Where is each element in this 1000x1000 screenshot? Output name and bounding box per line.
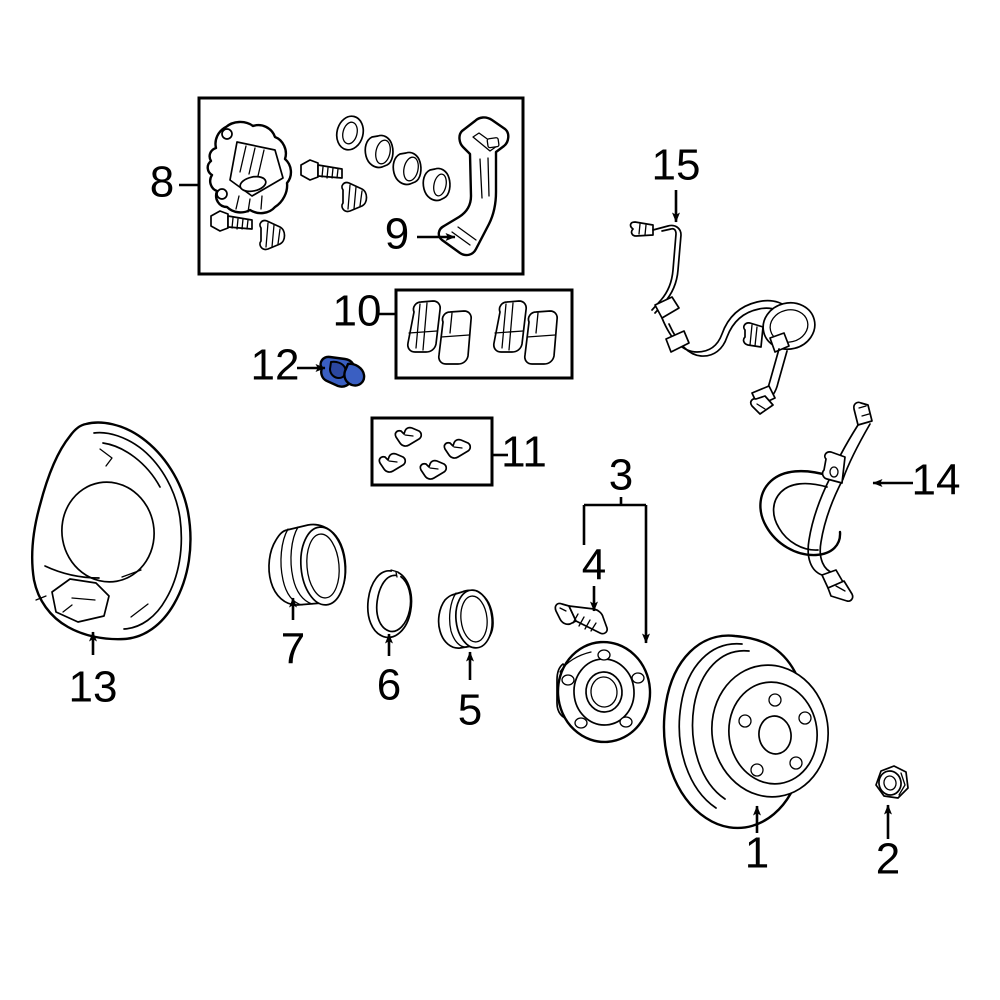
callout-label-12: 12 — [251, 341, 300, 390]
callout-label-13: 13 — [69, 663, 118, 712]
caliper-mounting-bracket-part — [437, 116, 510, 257]
pad-wear-indicator-part — [297, 355, 366, 388]
pad-support-clip-3 — [419, 459, 448, 480]
callout-label-4: 4 — [582, 541, 606, 590]
wheel-stud-bolt-part — [554, 586, 608, 635]
wheel-lug-nut-part — [875, 765, 909, 839]
callout-label-2: 2 — [876, 835, 900, 884]
pad-support-clip-2 — [378, 452, 407, 473]
brake-pads-group — [376, 288, 574, 380]
brake-hydraulic-hose-part — [759, 401, 913, 602]
caliper-dust-boot-upper — [341, 181, 368, 213]
caliper-body-part — [206, 120, 293, 215]
brake-rotor-disc-part — [662, 634, 830, 833]
callout-label-8: 8 — [150, 158, 174, 207]
front-wheel-bearing-part — [268, 523, 347, 620]
brake-pad-2 — [437, 310, 473, 365]
abs-sensor-harness-part — [629, 190, 816, 415]
pad-support-clip-1 — [394, 426, 423, 447]
callout-label-9: 9 — [385, 210, 409, 259]
hub-oil-seal-part — [437, 589, 494, 680]
caliper-piston-2 — [364, 134, 394, 169]
caliper-dust-boot-lower — [259, 219, 286, 251]
caliper-assembly-group — [179, 96, 525, 276]
brake-pad-1 — [406, 300, 442, 353]
brake-pad-4 — [523, 310, 559, 365]
front-wheel-hub-part — [556, 497, 652, 744]
brake-dust-shield-part — [31, 421, 192, 655]
callout-label-1: 1 — [745, 829, 769, 878]
caliper-piston-seal-1 — [335, 115, 365, 151]
caliper-slide-bolt-upper — [300, 159, 343, 181]
pad-support-clips-group — [370, 416, 508, 487]
brake-pad-3 — [492, 300, 528, 353]
bearing-snap-ring-part — [366, 569, 413, 656]
pad-support-clip-4 — [443, 438, 472, 459]
callout-label-11: 11 — [501, 428, 547, 477]
callout-label-10: 10 — [333, 287, 382, 336]
caliper-piston-seal-4 — [422, 167, 451, 202]
callout-label-7: 7 — [281, 625, 305, 674]
callout-label-3: 3 — [609, 451, 633, 500]
caliper-piston-3 — [392, 151, 422, 186]
callout-label-6: 6 — [377, 661, 401, 710]
callout-label-5: 5 — [458, 686, 482, 735]
callout-label-14: 14 — [912, 456, 961, 505]
caliper-slide-bolt-lower — [210, 210, 253, 232]
callout-label-15: 15 — [652, 141, 701, 190]
